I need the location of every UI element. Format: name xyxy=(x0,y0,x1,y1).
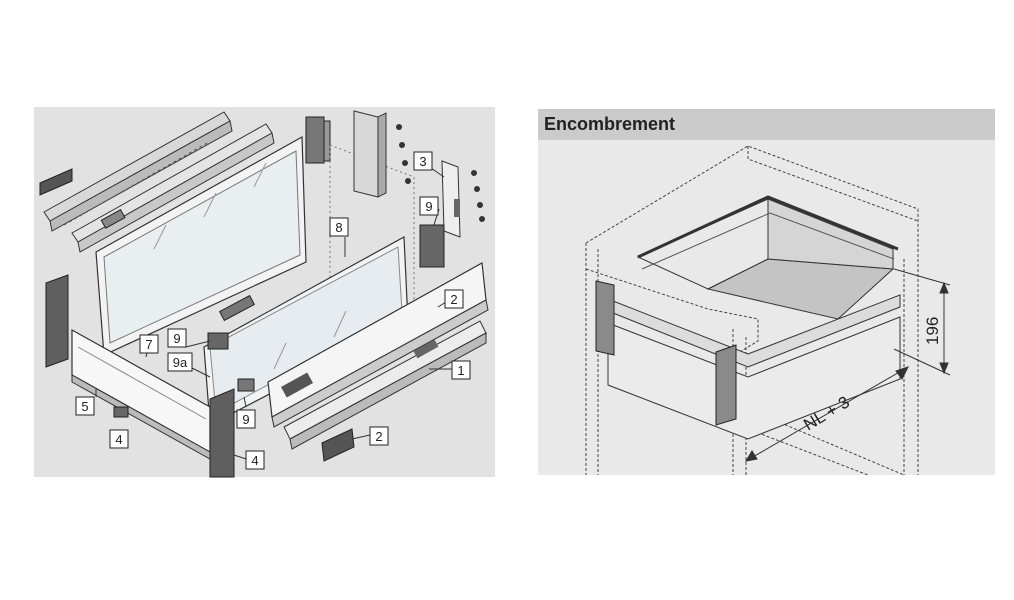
clearance-title: Encombrement xyxy=(544,114,676,134)
svg-text:2: 2 xyxy=(375,429,382,444)
svg-text:4: 4 xyxy=(251,453,258,468)
rear-fixing-bracket xyxy=(441,160,461,238)
callout-2-top: 2 xyxy=(444,289,464,309)
exploded-view-drawing: 3 9 8 2 1 2 9 7 xyxy=(39,110,489,478)
callout-9-top: 9 xyxy=(419,196,439,216)
side-end-panel-left xyxy=(45,274,69,368)
rear-bracket xyxy=(305,116,331,164)
width-dimension xyxy=(745,366,909,462)
svg-text:4: 4 xyxy=(115,432,122,447)
glass-panel-upper xyxy=(95,135,307,356)
callout-9-low: 9 xyxy=(236,409,256,429)
svg-text:9: 9 xyxy=(173,331,180,346)
rear-post xyxy=(353,110,387,198)
side-end-panel-front xyxy=(209,388,235,478)
runner-rail-front xyxy=(71,123,275,253)
drawer-back xyxy=(767,198,894,270)
runner-1 xyxy=(283,320,487,450)
rear-connector xyxy=(419,224,445,268)
callout-7: 7 xyxy=(139,334,159,354)
callout-4-front: 4 xyxy=(245,450,265,470)
callout-9a: 9a xyxy=(167,352,193,372)
clip-4 xyxy=(113,406,129,418)
cover-plate xyxy=(321,428,355,462)
left-end-bracket xyxy=(595,280,615,356)
glass-panel-rail xyxy=(218,294,256,322)
clearance-header: Encombrement xyxy=(538,109,995,140)
clearance-panel: Encombrement xyxy=(538,109,995,476)
drawer-front-lower xyxy=(607,316,901,440)
callout-1: 1 xyxy=(451,360,471,380)
svg-text:7: 7 xyxy=(145,337,152,352)
connector-low xyxy=(237,378,255,392)
callout-4-left: 4 xyxy=(109,429,129,449)
callout-9-mid: 9 xyxy=(167,328,187,348)
height-dimension xyxy=(893,268,951,376)
drawer-side-rail xyxy=(637,195,899,259)
svg-text:9: 9 xyxy=(425,199,432,214)
callout-3: 3 xyxy=(413,151,433,171)
callout-2-bottom: 2 xyxy=(369,426,389,446)
svg-text:5: 5 xyxy=(81,399,88,414)
right-end-bracket xyxy=(715,344,737,426)
svg-text:8: 8 xyxy=(335,220,342,235)
end-cap-plate xyxy=(39,168,73,196)
svg-text:9: 9 xyxy=(242,412,249,427)
runner-rail-back xyxy=(43,111,233,232)
connector-mid xyxy=(207,332,229,350)
callout-8: 8 xyxy=(329,217,349,237)
exploded-view-panel: 3 9 8 2 1 2 9 7 xyxy=(34,107,495,478)
svg-text:2: 2 xyxy=(450,292,457,307)
svg-text:9a: 9a xyxy=(173,355,188,370)
svg-text:1: 1 xyxy=(457,363,464,378)
callout-5: 5 xyxy=(75,396,95,416)
screws-group-top xyxy=(396,124,485,222)
dimension-height-label: 196 xyxy=(923,317,942,345)
svg-text:3: 3 xyxy=(419,154,426,169)
side-panel-2 xyxy=(267,262,489,428)
clearance-drawing: 196 NL + 3 xyxy=(585,145,951,476)
